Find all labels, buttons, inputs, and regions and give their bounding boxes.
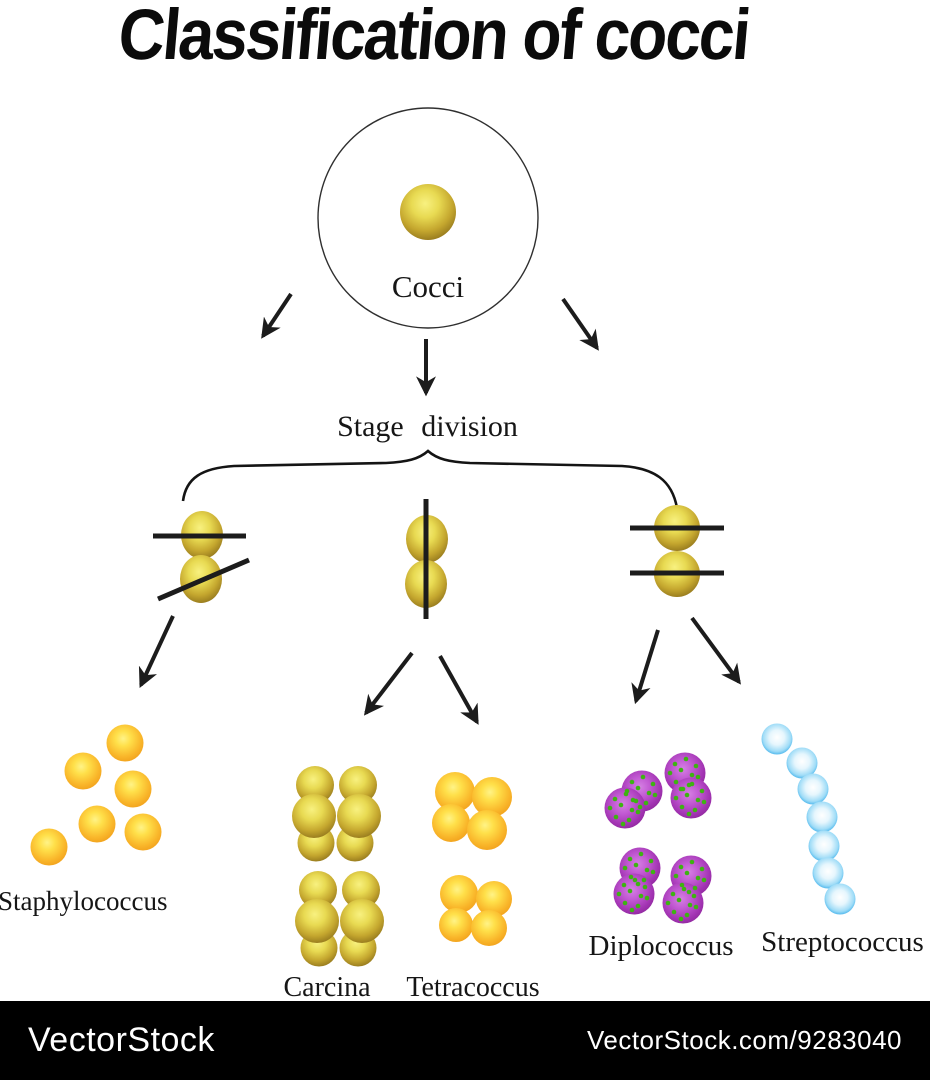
stage-brace	[181, 449, 679, 509]
watermark-reference: VectorStock.com/9283040	[586, 1025, 902, 1055]
branch-arrows	[138, 615, 741, 725]
root-label: Cocci	[391, 269, 465, 304]
watermark-bar: VectorStock VectorStock.com/9283040	[0, 1001, 930, 1080]
diplococcus-label: Diplococcus	[588, 930, 734, 962]
division-pair-right	[630, 505, 724, 597]
root-circle-node	[317, 107, 539, 329]
staphylococcus-label: Staphylococcus	[0, 886, 168, 916]
tetracoccus-cluster	[432, 772, 512, 946]
staphylococcus-cluster	[30, 724, 162, 866]
stage-division-label: Stage division	[337, 410, 518, 443]
diplococcus-cluster	[604, 752, 712, 924]
watermark-brand: VectorStock	[28, 1021, 215, 1059]
division-pair-left	[153, 511, 250, 603]
streptococcus-label: Streptococcus	[761, 926, 924, 958]
tetracoccus-label: Tetracoccus	[406, 972, 540, 1003]
division-pair-middle	[405, 499, 448, 619]
carcina-cluster	[292, 766, 384, 967]
carcina-label: Carcina	[283, 972, 371, 1003]
top-arrows	[261, 292, 599, 397]
streptococcus-chain	[761, 723, 856, 915]
